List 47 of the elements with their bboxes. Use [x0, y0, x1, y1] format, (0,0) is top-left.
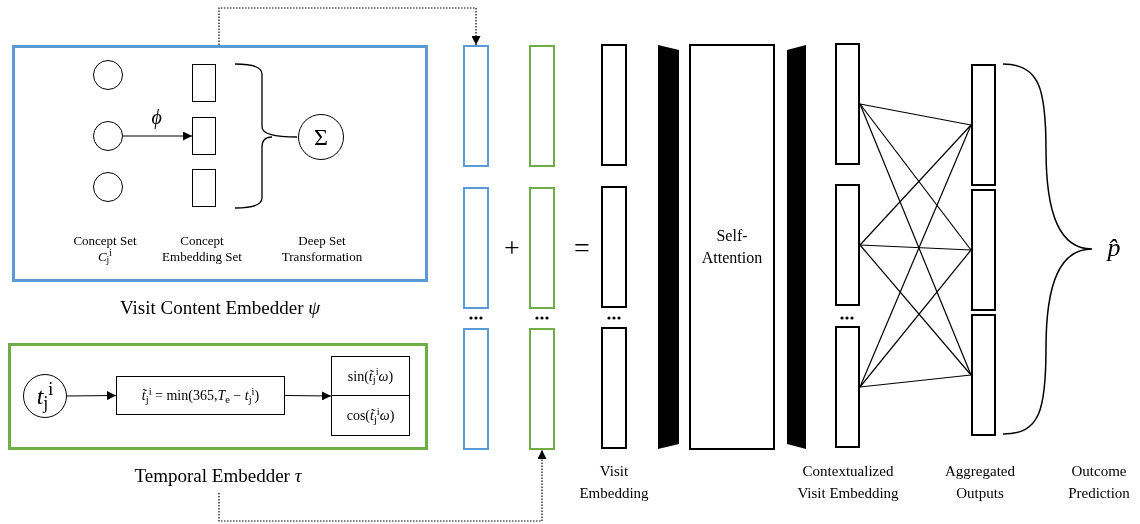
- arrow: [218, 449, 547, 522]
- embedding-vector: [529, 328, 555, 450]
- vector-box: [331, 356, 410, 436]
- plus-sign: +: [503, 232, 521, 264]
- vector-box: [601, 186, 627, 308]
- output-symbol: p̂: [1105, 232, 1122, 264]
- formula-box: t̃$_{j}$$^{i}$ = min(365,T$_{e}$ − t$_{j}$$^{i}$): [116, 376, 285, 415]
- vector-box: [601, 327, 627, 449]
- embedding-vector: [463, 328, 489, 450]
- panel-title: Temporal Embedder τ: [133, 464, 303, 488]
- equals-sign: =: [573, 232, 591, 264]
- connector-line: [859, 124, 972, 246]
- embedding-vector: [463, 187, 489, 309]
- vector-box: [971, 314, 996, 436]
- layer-bar: [658, 45, 679, 449]
- arrow: [122, 131, 193, 141]
- vector-box: [835, 43, 860, 165]
- column-caption: Deep Set Transformation: [280, 233, 364, 265]
- vector-box: [601, 44, 627, 166]
- vector-box: [192, 117, 216, 155]
- column-caption: Visit Embedding: [578, 462, 650, 503]
- connector-line: [859, 244, 972, 251]
- panel-title: Visit Content Embedder ψ: [118, 296, 322, 320]
- vector-box: [192, 169, 216, 207]
- column-caption: Contextualized Visit Embedding: [796, 462, 900, 503]
- column-caption: Concept Embedding Set: [161, 233, 243, 265]
- vector-box: [971, 64, 996, 186]
- formula-cell: sin(t̃$_{j}$$^{i}$ω): [332, 357, 409, 396]
- connector-line: [859, 374, 972, 388]
- arrow: [218, 7, 481, 46]
- column-caption: Aggregated Outputs: [944, 462, 1016, 503]
- vector-box: [835, 184, 860, 306]
- arrow: [66, 391, 117, 401]
- formula-cell: cos(t̃$_{j}$$^{i}$ω): [332, 396, 409, 435]
- arrow: [284, 391, 332, 401]
- embedding-vector: [529, 187, 555, 309]
- vector-box: [835, 326, 860, 448]
- layer-bar: [787, 45, 806, 449]
- attention-block: Self- Attention: [689, 44, 775, 450]
- vector-box: [971, 189, 996, 311]
- embedding-vector: [529, 45, 555, 167]
- vector-box: [192, 64, 216, 102]
- embedding-vector: [463, 45, 489, 167]
- connector-line: [859, 103, 972, 251]
- connector-line: [859, 103, 972, 126]
- edge-label: ϕ: [149, 106, 164, 128]
- column-caption: Outcome Prediction: [1067, 462, 1131, 503]
